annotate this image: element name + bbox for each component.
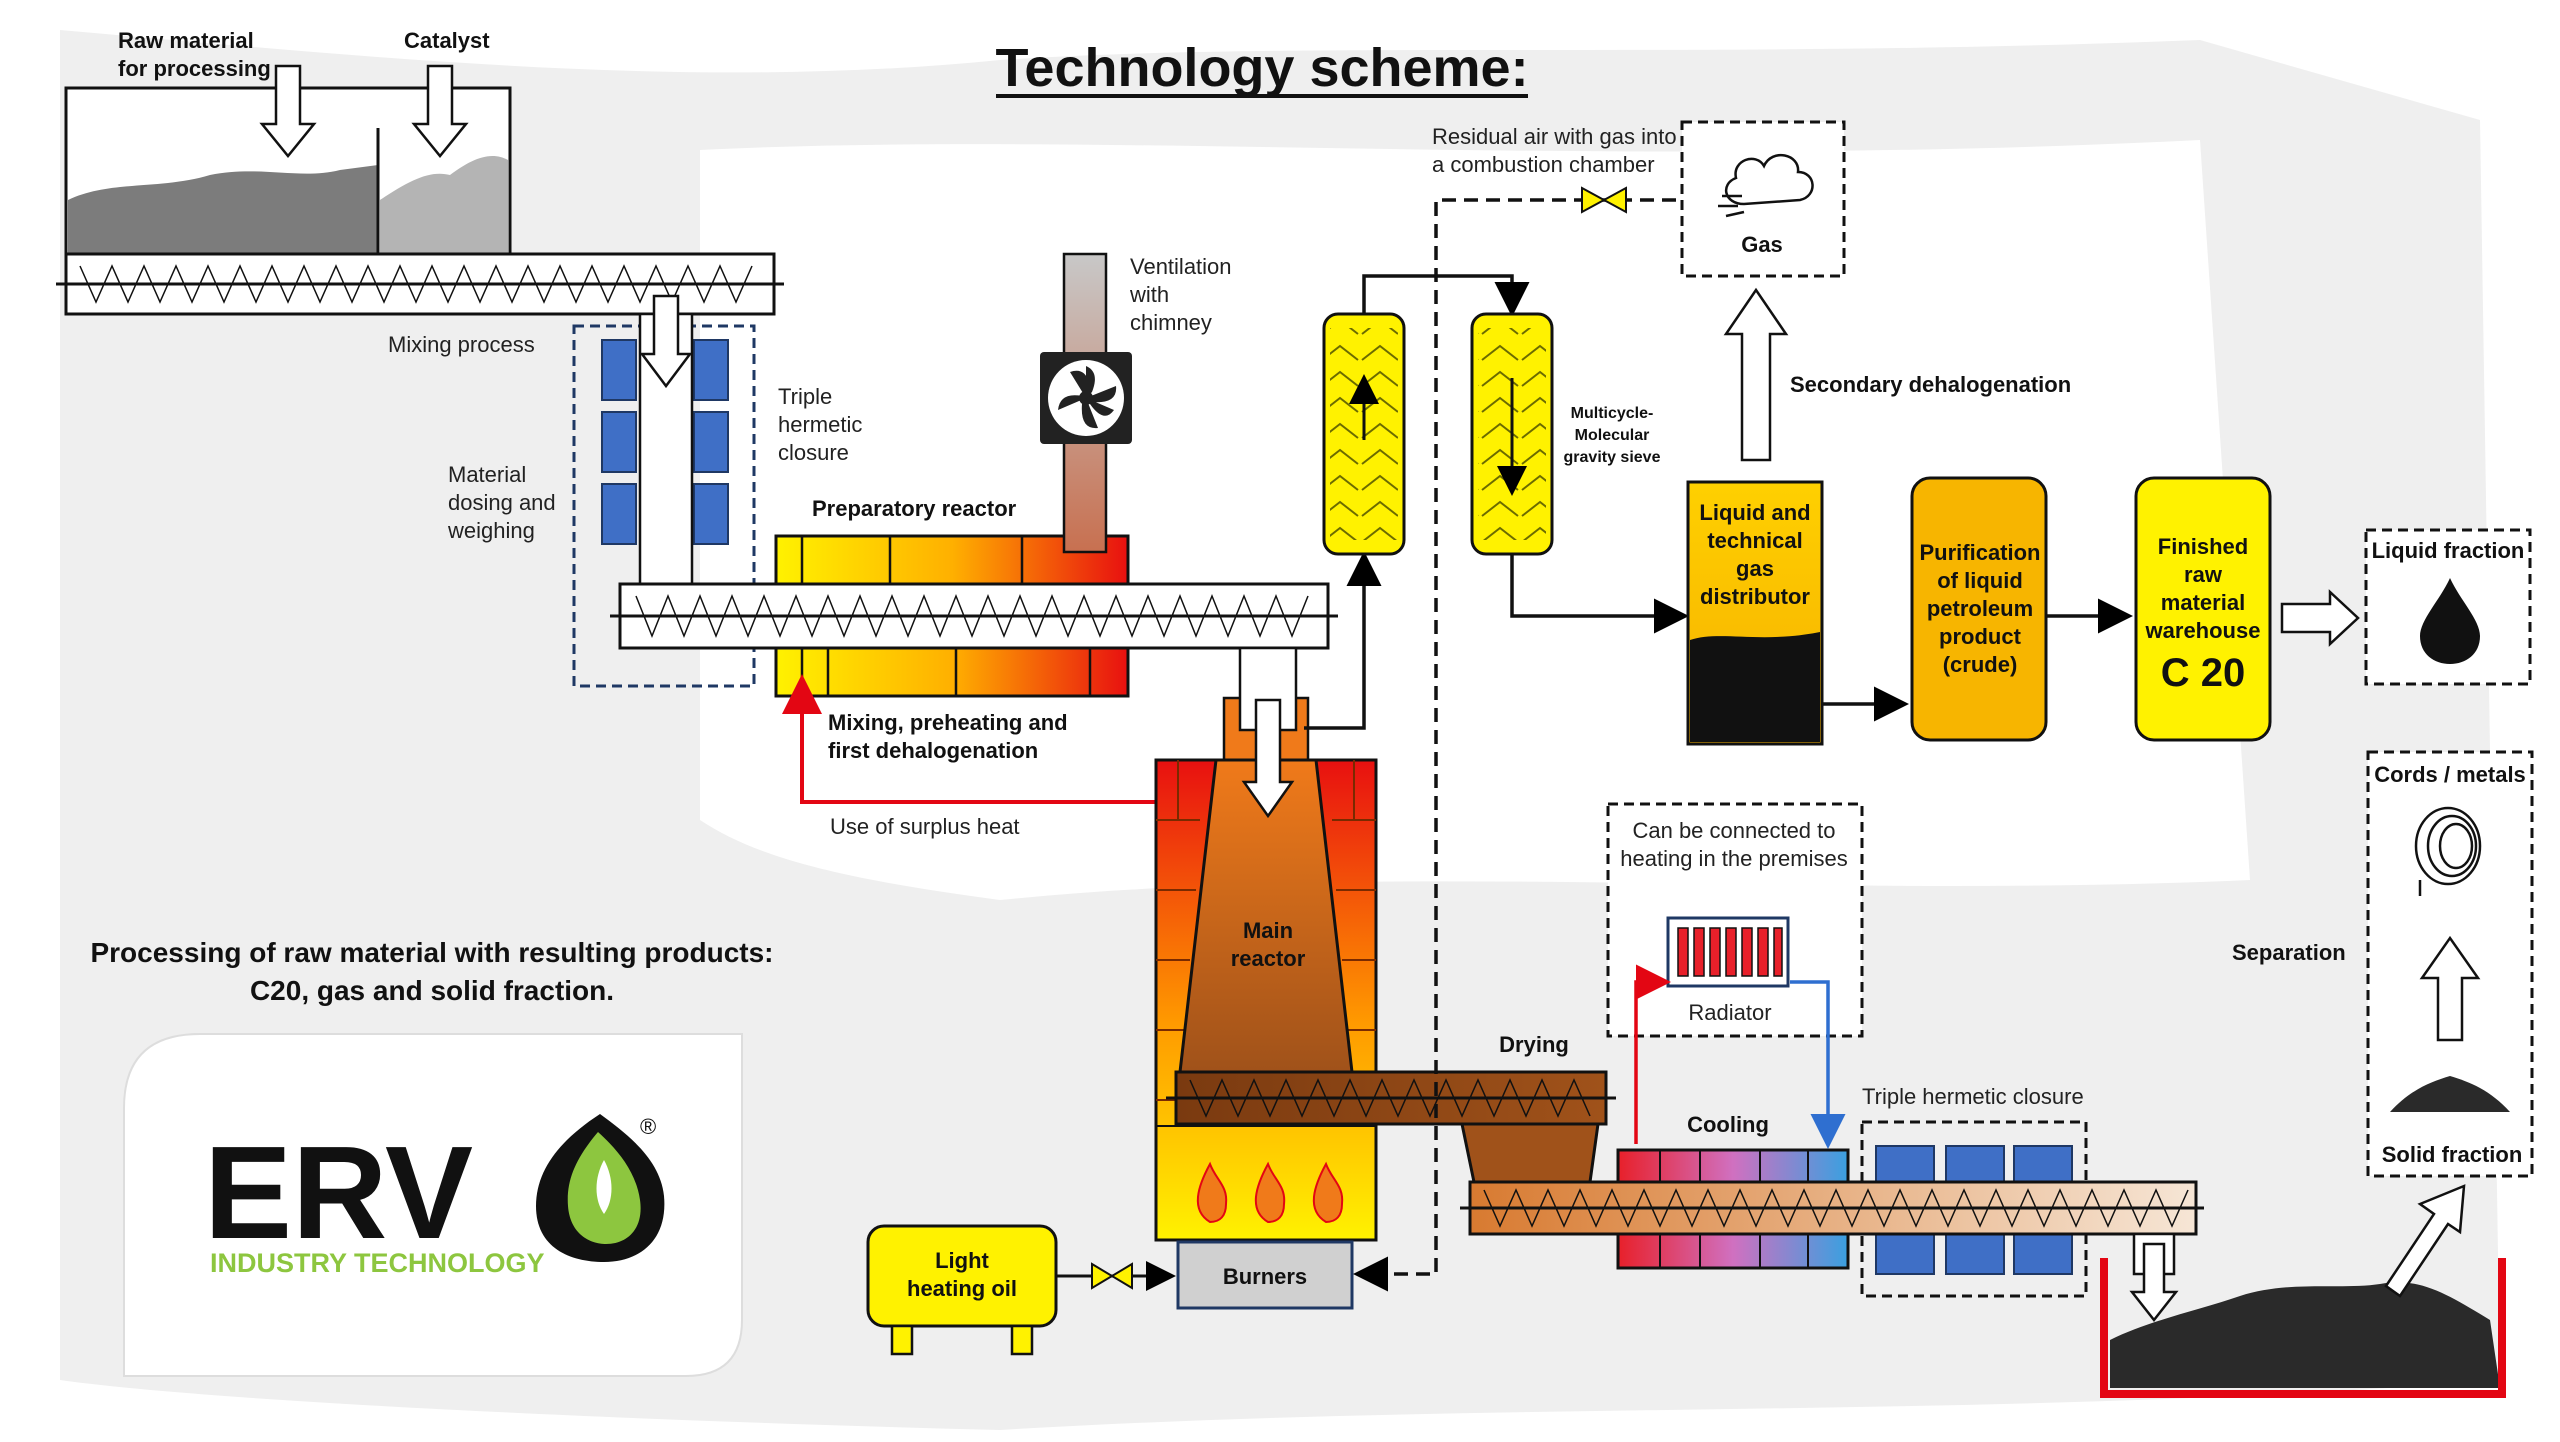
raw-material-label: for processing [118, 56, 271, 81]
hot-line [1634, 964, 1671, 1144]
triple-closure-bottom-label: Triple hermetic closure [1862, 1084, 2084, 1109]
bottom-screw-blades [1483, 1188, 2189, 1228]
warehouse-label: Finished [2158, 534, 2248, 559]
drop-arrow-icon [1241, 698, 1295, 819]
cords-coil-icon [2414, 806, 2482, 896]
distributor-label: gas [1736, 556, 1774, 581]
solid-container [2100, 1258, 2506, 1398]
mixing-process-label: Mixing process [388, 332, 535, 357]
sieve-label: Multicycle- [1571, 405, 1654, 422]
gas-cloud-icon [1718, 153, 1814, 218]
dosing-arrow-icon [639, 294, 693, 389]
processing-caption: C20, gas and solid fraction. [250, 975, 614, 1006]
surplus-heat-line [782, 674, 1182, 804]
warehouse-label: raw [2184, 562, 2223, 587]
distributor [1686, 480, 1824, 746]
separation-arrow-icon [2384, 1184, 2466, 1298]
mixing-preheat-label: first dehalogenation [828, 738, 1038, 763]
cooling-label: Cooling [1687, 1112, 1769, 1137]
warehouse-label: material [2161, 590, 2245, 615]
main-reactor-gas-line [1304, 551, 1382, 730]
oil-valve-icon [1091, 1262, 1133, 1290]
liquid-output-arrow-icon [2280, 589, 2360, 647]
ventilation-label: chimney [1130, 310, 1212, 335]
page-title: Technology scheme: [995, 38, 1528, 98]
solid-output-arrow-icon [2129, 1242, 2179, 1323]
liquid-fraction-label: Liquid fraction [2372, 538, 2525, 563]
radiator-icon [1666, 916, 1790, 988]
ventilation-label: Ventilation [1130, 254, 1232, 279]
fan-icon [1040, 352, 1132, 444]
purification-label: product [1939, 624, 2022, 649]
sieve-down [1470, 312, 1554, 556]
residual-air-valve-icon [1581, 186, 1627, 214]
solid-fraction-pile-icon [2390, 1076, 2510, 1112]
residual-air-label: a combustion chamber [1432, 152, 1655, 177]
mixing-preheat-label: Mixing, preheating and [828, 710, 1068, 735]
raw-material-label: Raw material [118, 28, 254, 53]
dosing-label: dosing and [448, 490, 556, 515]
sieve-label: gravity sieve [1564, 449, 1661, 466]
gas-label: Gas [1741, 232, 1783, 257]
heating-label: Can be connected to [1632, 818, 1835, 843]
drying-label: Drying [1499, 1032, 1569, 1057]
dosing-blocks [601, 339, 729, 545]
triple-closure-label: hermetic [778, 412, 862, 437]
preparatory-reactor-label: Preparatory reactor [812, 496, 1017, 521]
liquid-drop-icon [2420, 578, 2480, 664]
burners-label: Burners [1223, 1264, 1307, 1289]
main-reactor-label: reactor [1231, 946, 1306, 971]
main-reactor [1154, 696, 1378, 1242]
light-oil-label: heating oil [907, 1276, 1017, 1301]
logo-card [123, 1033, 743, 1377]
residual-air-line [1353, 198, 1676, 1292]
purification-label: petroleum [1927, 596, 2033, 621]
purification-label: Purification [1919, 540, 2040, 565]
residual-air-label: Residual air with gas into [1432, 124, 1677, 149]
catalyst-arrow-icon [411, 64, 469, 158]
logo-wordmark: ERV [204, 1119, 473, 1266]
secondary-dehalogenation-arrow-icon [1723, 287, 1789, 462]
dosing-label: weighing [447, 518, 535, 543]
processing-caption: Processing of raw material with resultin… [90, 937, 773, 968]
distributor-label: Liquid and [1699, 500, 1810, 525]
secondary-dehalogenation-label: Secondary dehalogenation [1790, 372, 2071, 397]
purification-box [1910, 476, 2048, 742]
distributor-label: distributor [1700, 584, 1810, 609]
triple-closure-label: closure [778, 440, 849, 465]
raw-material-arrow-icon [259, 64, 317, 158]
heating-label: heating in the premises [1620, 846, 1847, 871]
dosing-label: Material [448, 462, 526, 487]
sieve-top-line [1362, 274, 1530, 317]
cords-metals-label: Cords / metals [2374, 762, 2526, 787]
ventilation-label: with [1129, 282, 1169, 307]
warehouse-c20-label: C 20 [2161, 651, 2246, 695]
burners-box [1176, 1240, 1354, 1310]
warehouse-label: warehouse [2145, 618, 2261, 643]
logo-tagline: INDUSTRY TECHNOLOGY [210, 1248, 545, 1278]
sieve-to-distributor-line [1510, 554, 1689, 634]
warehouse-box [2134, 476, 2272, 742]
cords-up-arrow-icon [2419, 935, 2481, 1042]
solid-fraction-label: Solid fraction [2382, 1142, 2523, 1167]
triple-closure-label: Triple [778, 384, 832, 409]
logo-registered: ® [640, 1114, 656, 1139]
radiator-label: Radiator [1688, 1000, 1771, 1025]
drying-conveyor [1166, 1070, 1616, 1184]
purification-label: of liquid [1937, 568, 2023, 593]
sieve-up [1322, 312, 1406, 556]
cold-line [1790, 980, 1846, 1149]
sieve-label: Molecular [1575, 427, 1650, 444]
logo-drop-icon [536, 1114, 665, 1262]
light-oil-label: Light [935, 1248, 989, 1273]
surplus-heat-label: Use of surplus heat [830, 814, 1020, 839]
purification-label: (crude) [1943, 652, 2018, 677]
flame-icon [1196, 1161, 1344, 1224]
catalyst-label: Catalyst [404, 28, 490, 53]
separation-label: Separation [2232, 940, 2346, 965]
main-reactor-label: Main [1243, 918, 1293, 943]
distributor-label: technical [1707, 528, 1802, 553]
